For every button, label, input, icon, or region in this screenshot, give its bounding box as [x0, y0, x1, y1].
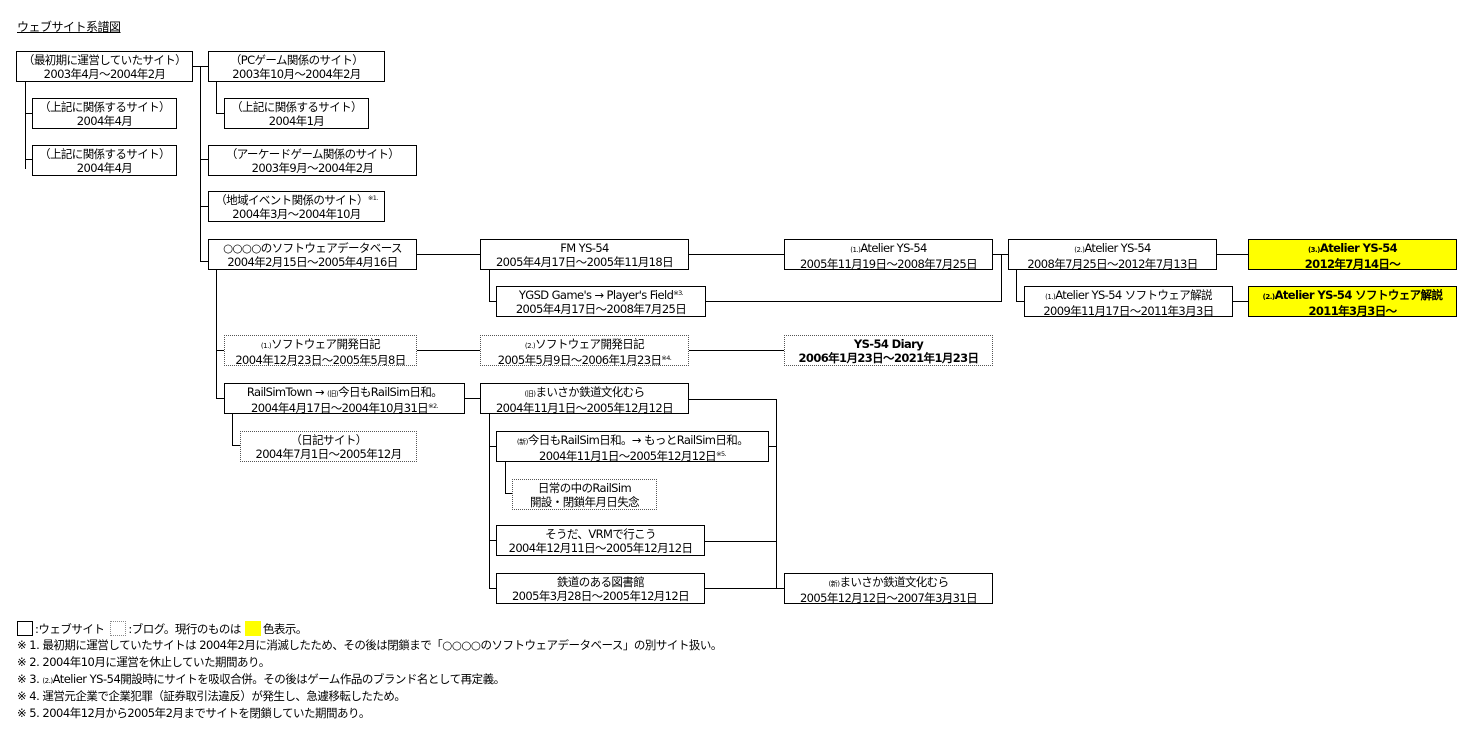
node-related-3: （上記に関係するサイト） 2004年1月: [224, 98, 369, 129]
node-vrm: そうだ、VRMで行こう 2004年12月11日～2005年12月12日: [496, 525, 705, 556]
node-first-site: （最初期に運営していたサイト） 2003年4月～2004年2月: [16, 51, 193, 82]
website-swatch: [17, 621, 33, 636]
node-pc-game: （PCゲーム関係のサイト） 2003年10月～2004年2月: [208, 51, 385, 82]
node-diary-site: （日記サイト） 2004年7月1日～2005年12月: [240, 431, 417, 462]
node-atelier-sw-2: (2.)Atelier YS-54 ソフトウェア解説 2011年3月3日～: [1248, 286, 1457, 318]
node-related-2: （上記に関係するサイト） 2004年4月: [32, 145, 177, 176]
node-related-1: （上記に関係するサイト） 2004年4月: [32, 98, 177, 129]
node-local-event: （地域イベント関係のサイト）※1. 2004年3月～2004年10月: [208, 191, 385, 222]
node-atelier-2: (2.)Atelier YS-54 2008年7月25日～2012年7月13日: [1008, 239, 1217, 271]
footnote-ref: ※2.: [428, 402, 438, 410]
current-swatch: [244, 621, 261, 636]
footnote-5: ※ 5. 2004年12月から2005年2月までサイトを閉鎖していた期間あり。: [17, 706, 370, 720]
node-atelier-1: (1.)Atelier YS-54 2005年11月19日～2008年7月25日: [784, 239, 993, 271]
footnote-ref: ※1.: [367, 194, 378, 202]
footnote-4: ※ 4. 運営元企業で企業犯罪（証券取引法違反）が発生し、急遽移転したため。: [17, 689, 406, 703]
node-dev-diary-1: (1.)ソフトウェア開発日記 2004年12月23日～2005年5月8日: [224, 335, 417, 367]
node-maisaka-old: (旧)まいさか鉄道文化むら 2004年11月1日～2005年12月12日: [480, 383, 689, 415]
node-atelier-3: (3.)Atelier YS-54 2012年7月14日～: [1248, 239, 1457, 271]
node-software-db: ○○○○のソフトウェアデータベース 2004年2月15日～2005年4月16日: [208, 239, 417, 270]
diagram-title: ウェブサイト系譜図: [17, 20, 121, 34]
footnote-1: ※ 1. 最初期に運営していたサイトは 2004年2月に消滅したため、その後は閉…: [17, 638, 722, 652]
node-library: 鉄道のある図書館 2005年3月28日～2005年12月12日: [496, 573, 705, 604]
node-ys54-diary: YS-54 Diary 2006年1月23日～2021年1月23日: [784, 335, 993, 366]
footnote-2: ※ 2. 2004年10月に運営を休止していた期間あり。: [17, 655, 270, 669]
node-ygsd: YGSD Game's → Player's Field※3. 2005年4月1…: [496, 286, 706, 317]
node-fm-ys54: FM YS-54 2005年4月17日～2005年11月18日: [480, 239, 689, 270]
legend-key: :ウェブサイト :ブログ。現行のものは 色表示。: [17, 620, 722, 637]
blog-swatch: [110, 621, 127, 636]
footnote-3: ※ 3. (2.)Atelier YS-54開設時にサイトを吸収合併。その後はゲ…: [17, 672, 505, 686]
node-railsim-daily: 日常の中のRailSim 開設・閉鎖年月日失念: [512, 479, 657, 510]
footnote-ref: ※4.: [661, 354, 672, 362]
node-railsim-town: RailSimTown → (旧)今日もRailSim日和。 2004年4月17…: [224, 383, 465, 415]
footnote-ref: ※5.: [716, 450, 726, 458]
node-railsim-new: (新)今日もRailSim日和。→ もっとRailSim日和。 2004年11月…: [496, 431, 769, 463]
node-dev-diary-2: (2.)ソフトウェア開発日記 2005年5月9日～2006年1月23日※4.: [480, 335, 689, 367]
legend: :ウェブサイト :ブログ。現行のものは 色表示。 ※ 1. 最初期に運営していた…: [17, 620, 722, 722]
node-arcade: （アーケードゲーム関係のサイト） 2003年9月～2004年2月: [208, 145, 417, 176]
footnote-ref: ※3.: [673, 289, 684, 297]
node-maisaka-new: (新)まいさか鉄道文化むら 2005年12月12日～2007年3月31日: [784, 573, 993, 605]
node-atelier-sw-1: (1.)Atelier YS-54 ソフトウェア解説 2009年11月17日～2…: [1024, 286, 1233, 318]
